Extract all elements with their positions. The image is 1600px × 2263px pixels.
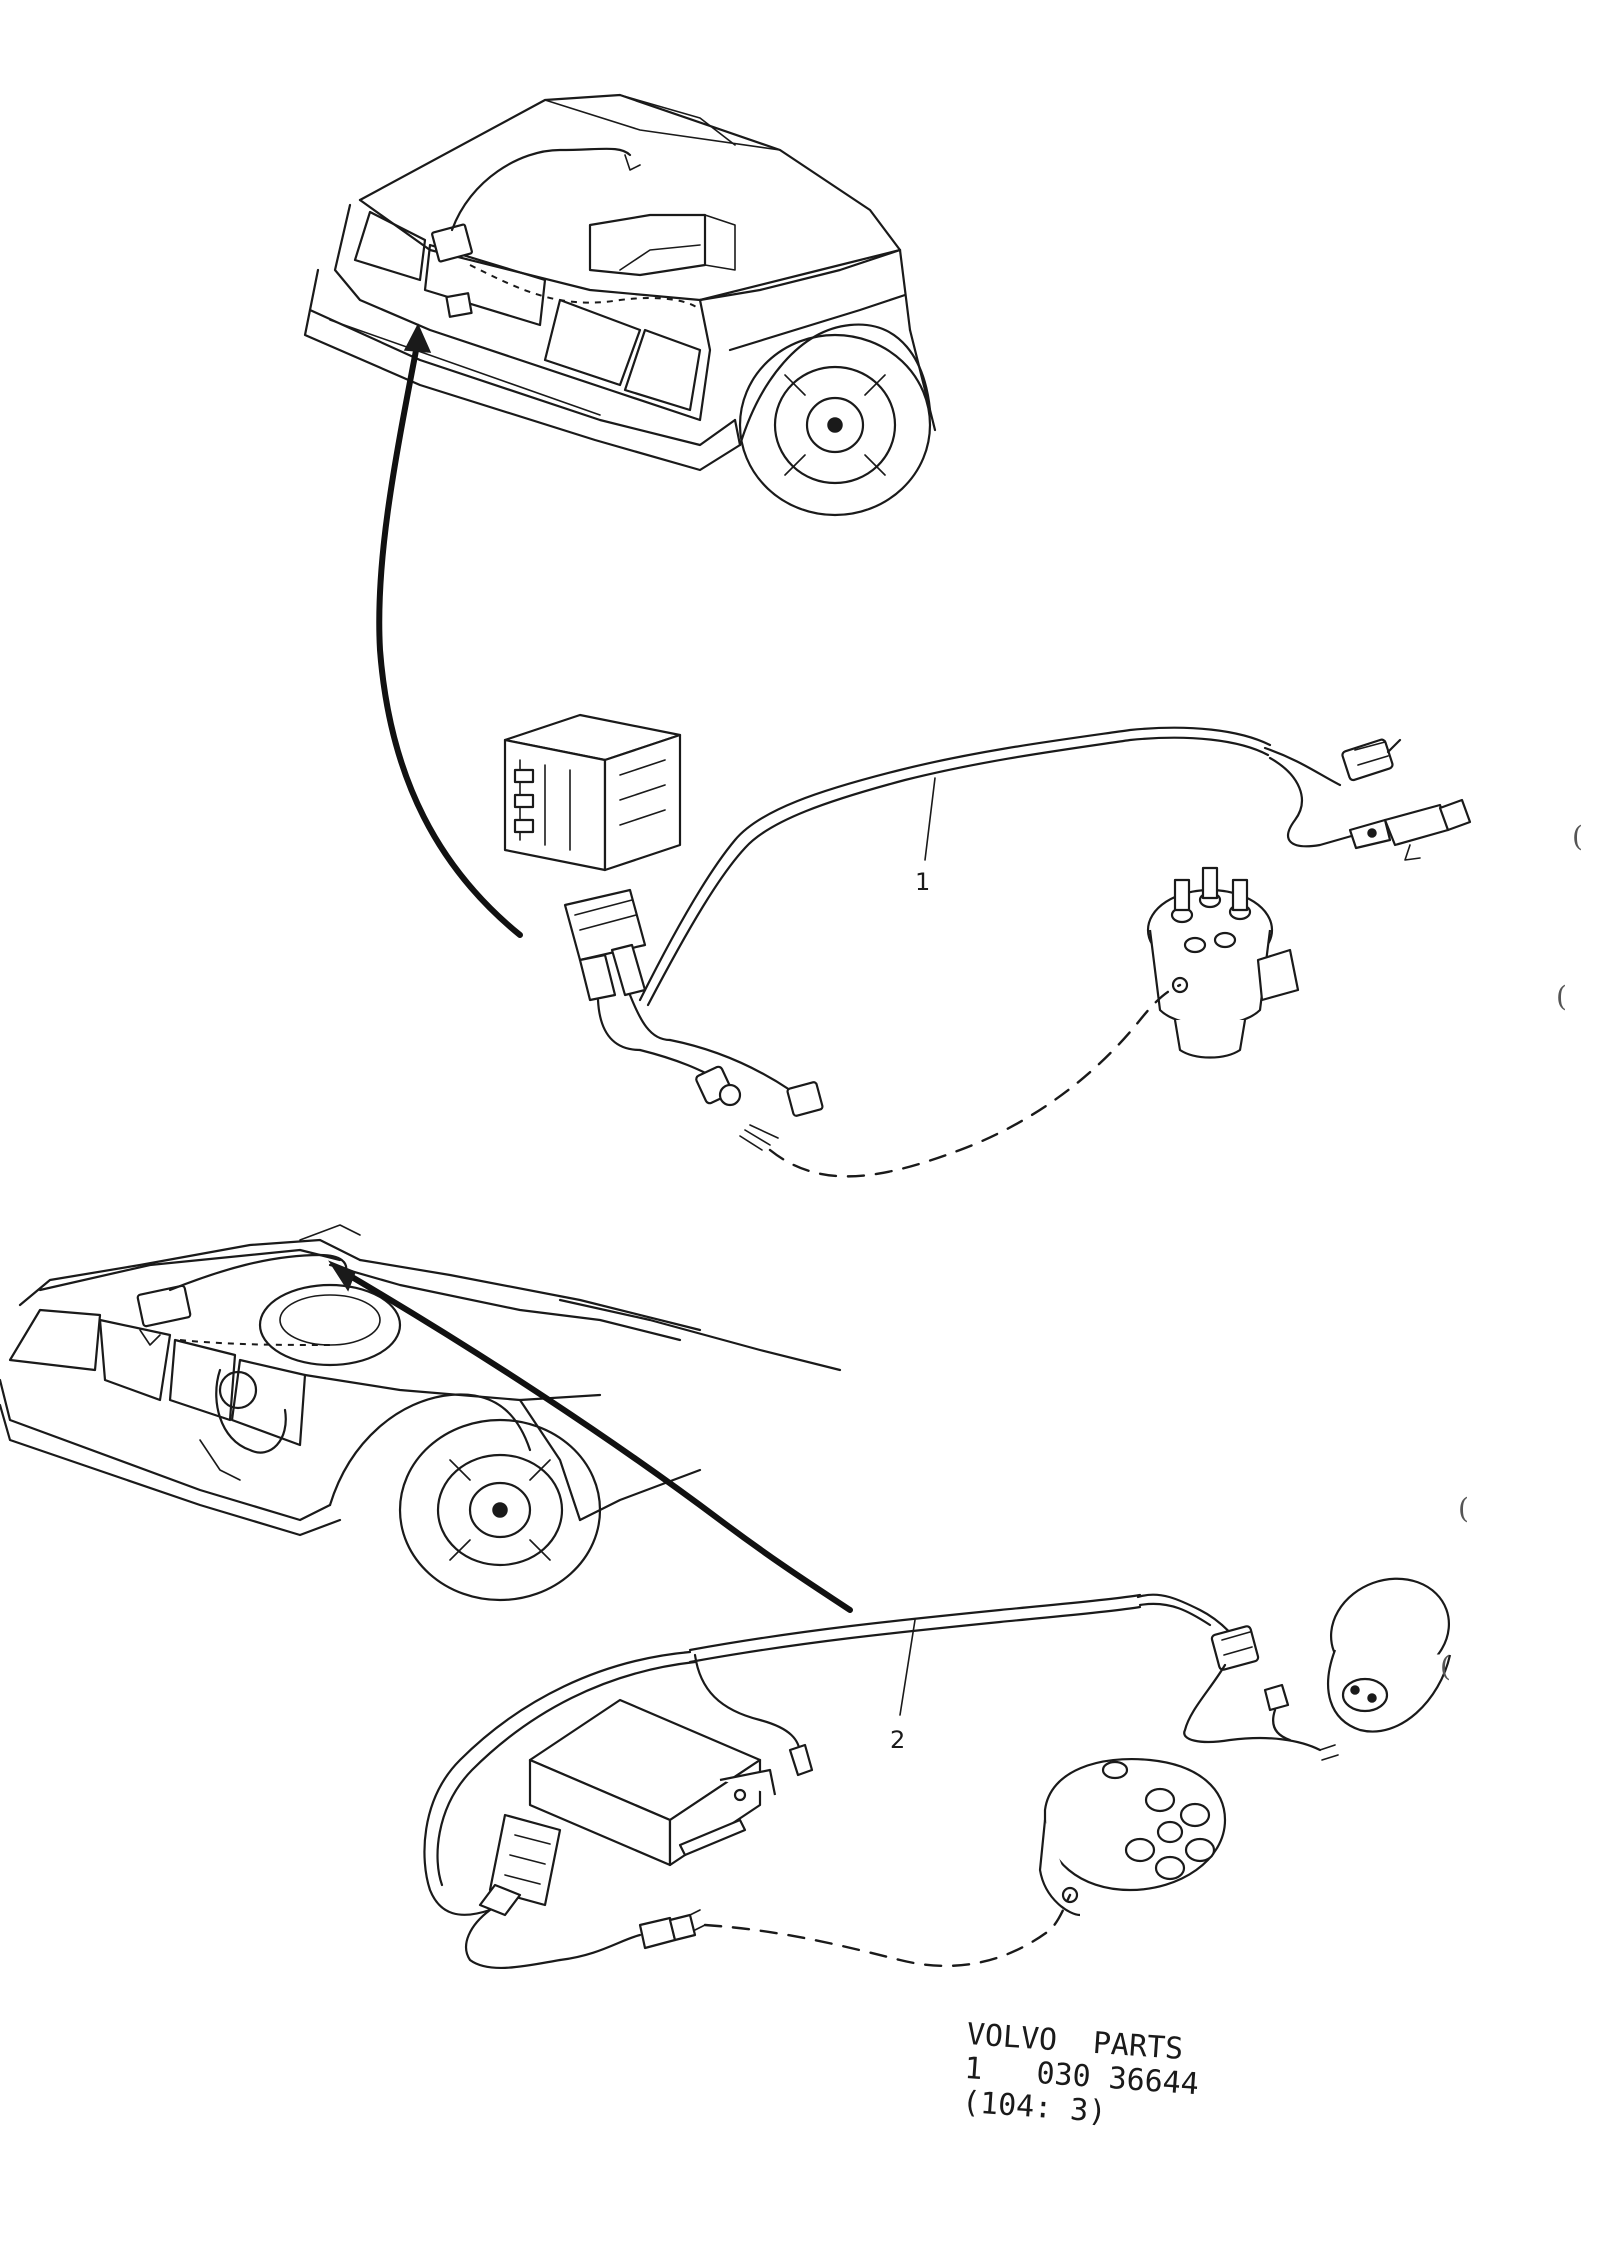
ignition-control-unit-1 bbox=[503, 713, 682, 872]
margin-mark: ( bbox=[1556, 980, 1567, 1013]
car-illustration-bottom bbox=[0, 1224, 853, 1613]
harness-1-connector bbox=[563, 888, 647, 1002]
margin-mark: ( bbox=[1458, 1492, 1469, 1525]
callout-label-1: 1 bbox=[915, 868, 930, 896]
margin-mark: ( bbox=[1440, 1650, 1451, 1683]
distributor-2 bbox=[1038, 1758, 1227, 1917]
harness-2-connector bbox=[465, 1813, 706, 1970]
ignition-coil-2 bbox=[1327, 1577, 1452, 1733]
car-illustration-top bbox=[303, 93, 937, 938]
wiring-harness-1: 1 bbox=[503, 713, 1472, 1178]
callout-label-2: 2 bbox=[890, 1726, 905, 1754]
ignition-control-unit-2 bbox=[528, 1698, 777, 1867]
parts-stamp: VOLVO PARTS 1 030 36644 (104: 3) bbox=[961, 2017, 1202, 2136]
margin-mark: ( bbox=[1572, 820, 1583, 853]
wiring-harness-2: 2 bbox=[423, 1577, 1452, 1970]
distributor-1 bbox=[1146, 866, 1300, 1059]
